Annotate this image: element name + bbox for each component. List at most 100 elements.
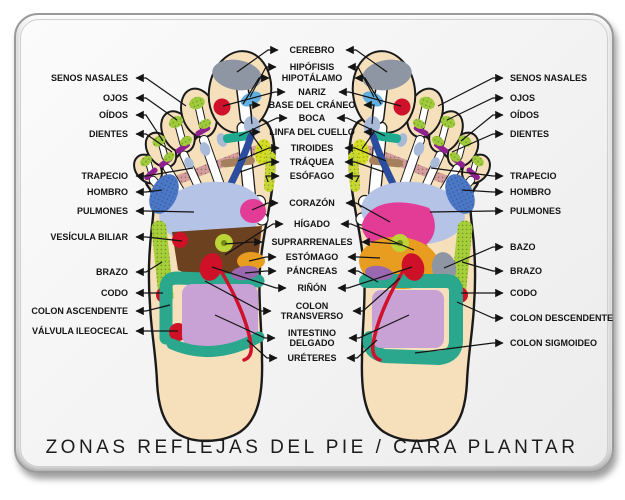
zone-intestino-right bbox=[372, 290, 444, 348]
label-nariz: NARIZ bbox=[298, 87, 326, 97]
labels-left: SENOS NASALES OJOS OÍDOS DIENTES TRAPECI… bbox=[31, 73, 128, 336]
label-base-craneo: BASE DEL CRÁNEO bbox=[269, 100, 356, 110]
foot-right-illustration bbox=[348, 47, 496, 441]
pointer-line bbox=[135, 73, 187, 107]
foot-left-illustration bbox=[128, 47, 276, 441]
pointer-line bbox=[461, 187, 504, 197]
label-linfa-cuello: LINFA DEL CUELLO bbox=[269, 127, 355, 137]
page-title: ZONAS REFLEJAS DEL PIE / CARA PLANTAR bbox=[46, 437, 579, 458]
pointer-line bbox=[340, 219, 415, 251]
label-vesicula-biliar: VESÍCULA BILIAR bbox=[50, 232, 128, 242]
label-brazo-left: BRAZO bbox=[96, 267, 128, 277]
label-trapecio-left: TRAPECIO bbox=[81, 171, 128, 181]
pointer-line bbox=[211, 266, 287, 293]
pointer-line bbox=[451, 129, 504, 153]
pointer-line bbox=[244, 266, 277, 276]
zone-intestino-left bbox=[182, 284, 258, 346]
pointer-line bbox=[345, 45, 388, 73]
label-senos-nasales-right: SENOS NASALES bbox=[510, 73, 587, 83]
label-ojos-left: OJOS bbox=[103, 93, 128, 103]
label-brazo-right: BRAZO bbox=[510, 266, 542, 276]
pointer-line bbox=[338, 87, 402, 107]
pointer-line bbox=[430, 167, 504, 181]
label-hombro-left: HOMBRO bbox=[87, 187, 128, 197]
pointer-line bbox=[352, 277, 401, 316]
chart-plate-inner bbox=[20, 19, 608, 467]
label-boca: BOCA bbox=[299, 113, 326, 123]
labels-center: CEREBRO HIPÓFISIS HIPOTÁLAMO NARIZ BASE … bbox=[269, 45, 356, 363]
label-ojos-right: OJOS bbox=[510, 93, 535, 103]
label-dientes-right: DIENTES bbox=[510, 129, 549, 139]
label-hombro-right: HOMBRO bbox=[510, 187, 551, 197]
label-intestino-delgado-1: INTESTINO bbox=[288, 328, 336, 338]
pointer-line bbox=[345, 198, 391, 223]
pointer-lines bbox=[135, 45, 504, 363]
label-pulmones-left: PULMONES bbox=[77, 206, 128, 216]
zone-corazon-left bbox=[240, 199, 266, 223]
zone-corazon-right bbox=[361, 202, 435, 251]
pointer-line bbox=[222, 87, 286, 107]
pointer-line bbox=[237, 143, 280, 162]
pointer-line bbox=[461, 261, 504, 276]
pointer-line bbox=[348, 314, 410, 343]
label-senos-nasales-left: SENOS NASALES bbox=[51, 73, 128, 83]
pointer-line bbox=[236, 45, 279, 73]
pointer-line bbox=[347, 252, 381, 262]
pointer-line bbox=[249, 100, 261, 125]
pointer-line bbox=[361, 237, 400, 247]
pointer-line bbox=[224, 219, 284, 256]
pointer-line bbox=[214, 314, 276, 343]
label-colon-transverso-1: COLON bbox=[296, 301, 329, 311]
pointer-line bbox=[344, 171, 360, 183]
pointer-line bbox=[443, 242, 504, 269]
label-colon-sigmoideo: COLON SIGMOIDEO bbox=[510, 338, 597, 348]
pointer-line bbox=[347, 266, 379, 283]
label-dientes-left: DIENTES bbox=[89, 129, 128, 139]
pointer-line bbox=[344, 157, 385, 173]
pointer-line bbox=[337, 266, 413, 293]
pointer-line bbox=[135, 304, 171, 316]
label-estomago: ESTÓMAGO bbox=[286, 251, 339, 262]
pointer-line bbox=[346, 339, 378, 363]
label-suprarrenales: SUPRARRENALES bbox=[271, 237, 352, 247]
pointer-line bbox=[135, 187, 163, 197]
label-colon-transverso-2: TRANSVERSO bbox=[281, 311, 344, 321]
label-pancreas: PÁNCREAS bbox=[287, 266, 338, 276]
chart-plate bbox=[14, 13, 614, 473]
pointer-line bbox=[456, 301, 504, 323]
label-pulmones-right: PULMONES bbox=[510, 206, 561, 216]
pointer-line bbox=[248, 252, 277, 262]
label-traquea: TRÁQUEA bbox=[290, 157, 335, 167]
label-rinon: RIÑÓN bbox=[298, 282, 327, 293]
pointer-line bbox=[135, 129, 173, 153]
pointer-line bbox=[361, 127, 376, 150]
label-ureteres: URÉTERES bbox=[287, 353, 336, 363]
pointer-line bbox=[414, 338, 504, 354]
label-cerebro: CEREBRO bbox=[289, 45, 334, 55]
label-valvula-ileocecal: VÁLVULA ILEOCECAL bbox=[32, 326, 129, 336]
pointer-line bbox=[238, 113, 288, 137]
pointer-line bbox=[135, 206, 195, 216]
zone-vesicula bbox=[172, 232, 188, 248]
pointer-line bbox=[446, 93, 504, 121]
pointer-line bbox=[239, 157, 280, 173]
pointer-line bbox=[135, 110, 164, 142]
pointer-line bbox=[251, 198, 279, 211]
pointer-line bbox=[135, 93, 178, 121]
pointer-line bbox=[347, 62, 375, 98]
pointer-line bbox=[248, 127, 263, 150]
pointer-line bbox=[224, 237, 263, 247]
label-codo-right: CODO bbox=[510, 288, 537, 298]
zone-colon-left bbox=[159, 271, 265, 345]
pointer-line bbox=[429, 206, 504, 216]
pointer-line bbox=[344, 143, 387, 162]
label-codo-left: CODO bbox=[101, 288, 128, 298]
label-corazon: CORAZÓN bbox=[289, 197, 335, 208]
pointer-line bbox=[135, 167, 194, 181]
pointer-line bbox=[249, 62, 277, 98]
pointer-line bbox=[204, 280, 272, 316]
label-oidos-right: OÍDOS bbox=[510, 110, 539, 120]
label-hipotalamo: HIPOTÁLAMO bbox=[282, 73, 343, 83]
